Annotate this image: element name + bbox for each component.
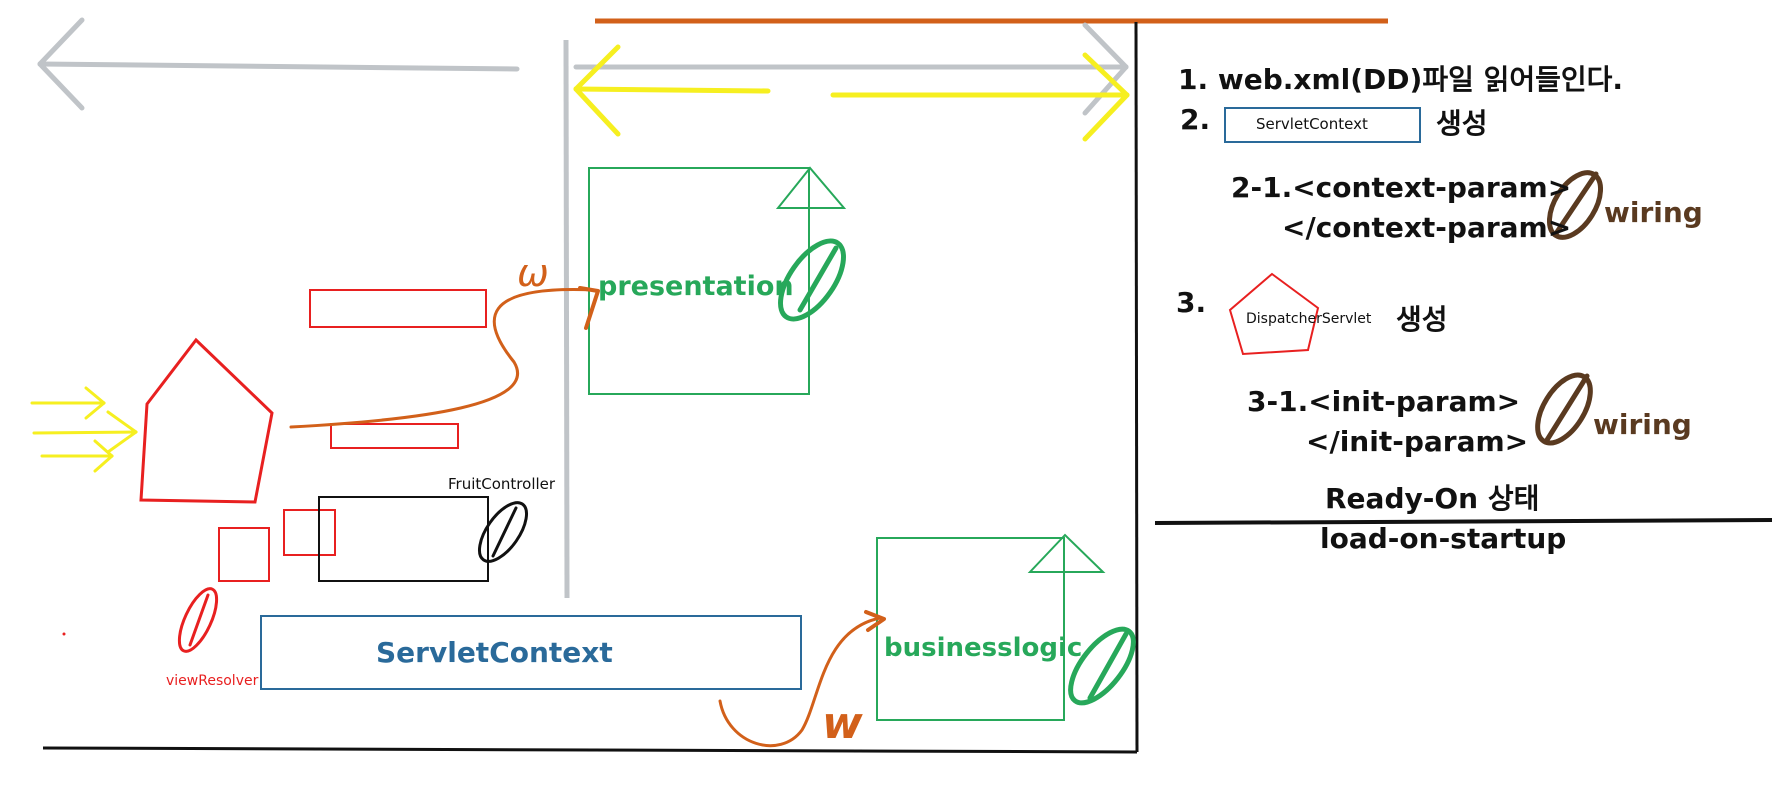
leaf-icon-presentation bbox=[778, 238, 846, 322]
step3-1-init-param-close: </init-param> bbox=[1306, 425, 1529, 458]
ready-on-status: Ready-On 상태 bbox=[1325, 482, 1540, 515]
red-dot bbox=[62, 632, 66, 636]
viewresolver-label: viewResolver bbox=[166, 673, 259, 689]
step3-number: 3. bbox=[1176, 286, 1207, 319]
orange-arrowhead-bottom bbox=[864, 610, 886, 632]
leaf-icon-step3-1 bbox=[1535, 372, 1593, 446]
frame-bottom-line bbox=[42, 746, 1138, 754]
wiring-mark-top: ω bbox=[517, 251, 549, 295]
leaf-icon-businesslogic bbox=[1068, 626, 1136, 706]
leaf-icon-fruitcontroller bbox=[478, 501, 528, 563]
yellow-right-arrow bbox=[830, 52, 1130, 142]
presentation-box bbox=[588, 166, 847, 395]
orange-wiring-curve-bottom bbox=[718, 616, 882, 748]
step2-servletcontext-box bbox=[1224, 107, 1421, 143]
red-rect-middle bbox=[330, 423, 459, 449]
dispatcher-pentagon bbox=[139, 337, 274, 504]
fruitcontroller-label: FruitController bbox=[448, 475, 556, 493]
step2-create-text: 생성 bbox=[1436, 107, 1488, 140]
step3-create-text: 생성 bbox=[1396, 303, 1448, 336]
red-rect-adapter bbox=[283, 509, 336, 556]
servletcontext-box bbox=[260, 615, 802, 690]
ready-on-separator bbox=[1154, 518, 1772, 525]
gray-left-arrow bbox=[37, 17, 520, 111]
gray-right-arrow bbox=[573, 22, 1129, 116]
step3-dispatcher-pentagon bbox=[1228, 272, 1320, 356]
step2-servletcontext-label: ServletContext bbox=[1256, 115, 1368, 133]
step2-1-context-param-open: 2-1.<context-param> bbox=[1231, 171, 1572, 204]
yellow-left-arrow bbox=[573, 44, 771, 137]
presentation-label: presentation bbox=[598, 271, 794, 302]
wiring-mark-bottom: w bbox=[822, 698, 863, 749]
orange-arrowhead-top bbox=[578, 286, 600, 330]
frame-right-line bbox=[1134, 21, 1139, 753]
red-rect-top bbox=[309, 289, 487, 328]
step3-1-wiring-label: wiring bbox=[1593, 408, 1692, 441]
fruitcontroller-box bbox=[318, 496, 489, 582]
step3-1-init-param-open: 3-1.<init-param> bbox=[1247, 385, 1521, 418]
step2-1-context-param-close: </context-param> bbox=[1282, 211, 1572, 244]
businesslogic-label: businesslogic bbox=[884, 633, 1083, 663]
step2-1-wiring-label: wiring bbox=[1604, 196, 1703, 229]
yellow-incoming-arrows bbox=[30, 386, 138, 473]
gray-divider bbox=[563, 39, 570, 599]
businesslogic-box bbox=[876, 533, 1106, 721]
step2-number: 2. bbox=[1180, 103, 1211, 136]
orange-wiring-curve-top bbox=[289, 288, 596, 429]
leaf-icon-viewresolver bbox=[177, 587, 219, 653]
servletcontext-label: ServletContext bbox=[376, 636, 613, 669]
step1-text: 1. web.xml(DD)파일 읽어들인다. bbox=[1178, 63, 1624, 96]
red-rect-small-square bbox=[218, 527, 270, 582]
leaf-icon-step2-1 bbox=[1546, 170, 1604, 240]
load-on-startup-label: load-on-startup bbox=[1320, 522, 1567, 555]
step3-dispatcherservlet-label: DispatcherServlet bbox=[1246, 311, 1372, 327]
